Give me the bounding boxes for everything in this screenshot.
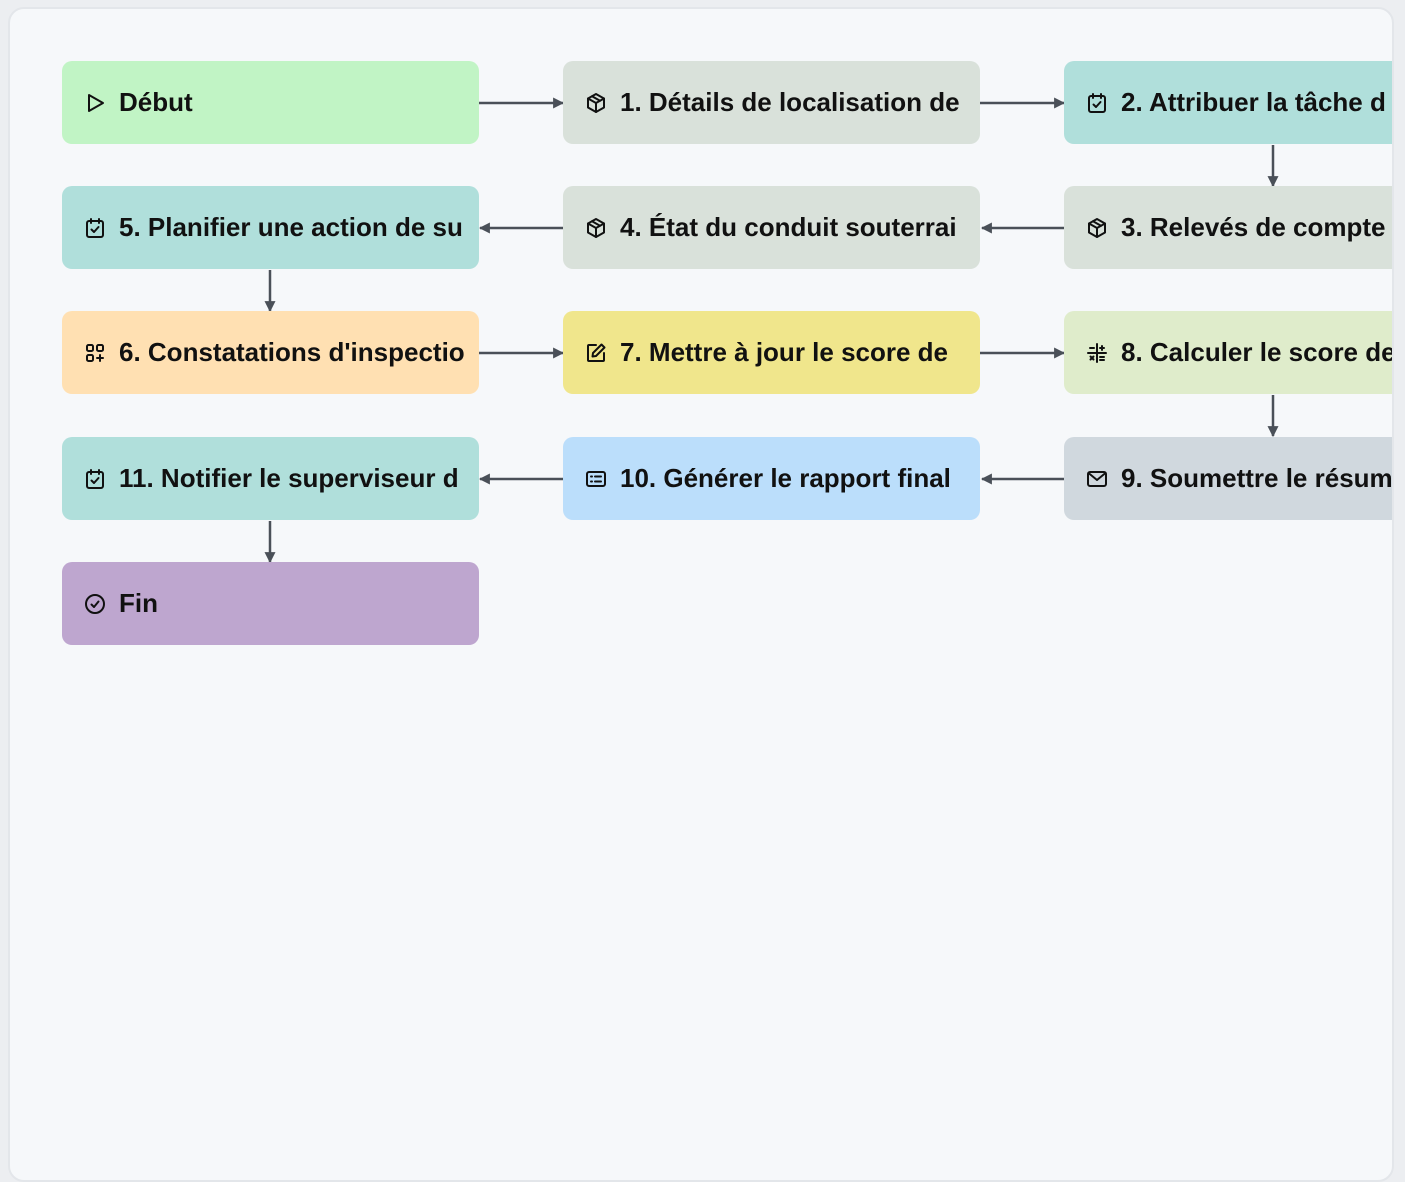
box-icon <box>583 90 609 116</box>
mail-icon <box>1084 466 1110 492</box>
node-label: Début <box>119 87 193 117</box>
node-label: 10. Générer le rapport final <box>620 463 951 493</box>
node-step-9[interactable]: 9. Soumettre le résum <box>1064 437 1393 520</box>
node-label: 1. Détails de localisation de <box>620 87 960 117</box>
calendar-check-icon <box>82 215 108 241</box>
node-step-4[interactable]: 4. État du conduit souterrai <box>563 186 980 269</box>
node-label: 9. Soumettre le résum <box>1121 463 1393 493</box>
node-label: 3. Relevés de compte <box>1121 212 1386 242</box>
node-step-2[interactable]: 2. Attribuer la tâche d <box>1064 61 1392 144</box>
box-icon <box>1084 215 1110 241</box>
calculator-icon <box>1084 340 1110 366</box>
play-icon <box>82 90 108 116</box>
node-label: 2. Attribuer la tâche d <box>1121 87 1386 117</box>
node-end[interactable]: Fin <box>62 562 479 645</box>
node-step-5[interactable]: 5. Planifier une action de su <box>62 186 479 269</box>
node-step-7[interactable]: 7. Mettre à jour le score de <box>563 311 980 394</box>
node-label: Fin <box>119 588 158 618</box>
node-step-8[interactable]: 8. Calculer le score de <box>1064 311 1394 394</box>
node-step-3[interactable]: 3. Relevés de compte <box>1064 186 1392 269</box>
node-label: 8. Calculer le score de <box>1121 337 1394 367</box>
node-label: 5. Planifier une action de su <box>119 212 463 242</box>
box-icon <box>583 215 609 241</box>
calendar-check-icon <box>1084 90 1110 116</box>
diagram-frame: Début 1. Détails de localisation de 2. A… <box>8 7 1394 1182</box>
node-step-10[interactable]: 10. Générer le rapport final <box>563 437 980 520</box>
list-card-icon <box>583 466 609 492</box>
node-label: 6. Constatations d'inspectio <box>119 337 465 367</box>
grid-plus-icon <box>82 340 108 366</box>
node-step-11[interactable]: 11. Notifier le superviseur d <box>62 437 479 520</box>
node-step-6[interactable]: 6. Constatations d'inspectio <box>62 311 479 394</box>
diagram-canvas: Début 1. Détails de localisation de 2. A… <box>10 9 1394 1180</box>
node-label: 4. État du conduit souterrai <box>620 212 957 242</box>
node-label: 11. Notifier le superviseur d <box>119 463 459 493</box>
check-circle-icon <box>82 591 108 617</box>
node-step-1[interactable]: 1. Détails de localisation de <box>563 61 980 144</box>
node-start[interactable]: Début <box>62 61 479 144</box>
calendar-check-icon <box>82 466 108 492</box>
node-label: 7. Mettre à jour le score de <box>620 337 949 367</box>
edit-icon <box>583 340 609 366</box>
